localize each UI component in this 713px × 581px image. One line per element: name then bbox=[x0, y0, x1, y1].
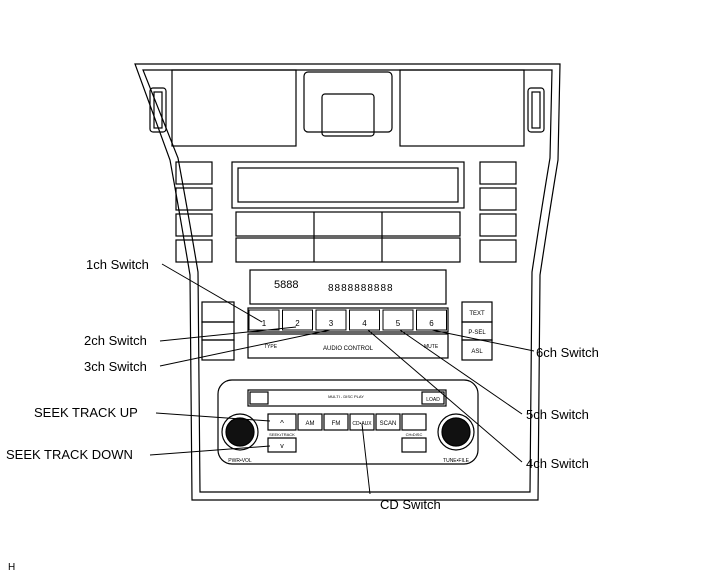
type-folder-up-button[interactable] bbox=[201, 301, 235, 323]
upper-button-row-2 bbox=[235, 237, 461, 263]
inner-bezel bbox=[142, 69, 553, 493]
preset-2-button[interactable] bbox=[282, 309, 313, 331]
scan-button[interactable] bbox=[375, 413, 401, 431]
type-folder-button[interactable] bbox=[201, 321, 235, 341]
tune-file-knob[interactable] bbox=[437, 413, 475, 451]
left-vent bbox=[171, 69, 297, 147]
ch-disc-up-button[interactable] bbox=[401, 413, 427, 431]
am-button[interactable] bbox=[297, 413, 323, 431]
asl-label: ASL bbox=[471, 349, 483, 355]
leader-5ch bbox=[399, 329, 523, 415]
callout-5ch: 5ch Switch bbox=[526, 407, 589, 422]
disc-slot bbox=[247, 389, 447, 407]
leader-cd bbox=[361, 423, 371, 495]
load-button[interactable] bbox=[421, 391, 445, 405]
ch-disc-label: CH•DISC bbox=[406, 432, 423, 437]
seek-track-up-button[interactable] bbox=[267, 413, 297, 431]
seek-track-label: SEEK•TRACK bbox=[269, 432, 295, 437]
tune-file-label: TUNE•FILE bbox=[443, 458, 470, 464]
cd-aux-button[interactable] bbox=[349, 413, 375, 431]
pwr-vol-knob[interactable] bbox=[221, 413, 259, 451]
mute-label: MUTE bbox=[424, 344, 439, 350]
leader-3ch bbox=[159, 329, 331, 367]
seek-up-glyph: ^ bbox=[280, 419, 284, 428]
scan-label: SCAN bbox=[380, 421, 397, 427]
upper-button-row-1 bbox=[235, 211, 461, 237]
leader-seek-down bbox=[149, 445, 271, 456]
audio-control-row bbox=[247, 333, 449, 359]
callout-cd: CD Switch bbox=[380, 497, 441, 512]
asl-button[interactable] bbox=[461, 339, 493, 361]
preset-6-button[interactable] bbox=[416, 309, 447, 331]
preset-4-label: 4 bbox=[362, 319, 367, 328]
callout-1ch: 1ch Switch bbox=[86, 257, 149, 272]
fm-label: FM bbox=[332, 421, 341, 427]
right-vent bbox=[399, 69, 525, 147]
seek-down-glyph: v bbox=[280, 443, 284, 450]
type-label: TYPE bbox=[264, 344, 278, 350]
leader-6ch bbox=[431, 329, 535, 352]
display-main-digits: 8888888888 bbox=[328, 283, 394, 294]
cd-aux-label: CD•AUX bbox=[352, 421, 372, 427]
am-label: AM bbox=[306, 421, 315, 427]
pwr-vol-label: PWR•VOL bbox=[228, 458, 252, 464]
display-left-digits: 5888 bbox=[274, 279, 298, 291]
callout-4ch: 4ch Switch bbox=[526, 456, 589, 471]
upper-display bbox=[231, 161, 465, 209]
multi-display-label: MULTI - DISC PLAY bbox=[328, 394, 364, 399]
callout-2ch: 2ch Switch bbox=[84, 333, 147, 348]
load-label: LOAD bbox=[426, 397, 440, 403]
outer-bezel bbox=[134, 63, 561, 501]
preset-4-button[interactable] bbox=[349, 309, 380, 331]
preset-3-label: 3 bbox=[329, 319, 334, 328]
preset-5-label: 5 bbox=[396, 319, 401, 328]
fm-button[interactable] bbox=[323, 413, 349, 431]
figure-code: H bbox=[8, 562, 16, 573]
callout-seek-up: SEEK TRACK UP bbox=[34, 405, 138, 420]
cd-module bbox=[217, 379, 479, 465]
leader-1ch bbox=[161, 263, 263, 323]
hazard-switch bbox=[321, 93, 375, 137]
callout-6ch: 6ch Switch bbox=[536, 345, 599, 360]
audio-control-label: AUDIO CONTROL bbox=[323, 346, 374, 352]
leader-seek-up bbox=[155, 412, 271, 422]
ch-disc-down-button[interactable] bbox=[401, 437, 427, 453]
text-label: TEXT bbox=[469, 311, 485, 317]
seek-track-down-button[interactable] bbox=[267, 437, 297, 453]
preset-2-label: 2 bbox=[295, 319, 300, 328]
audio-display bbox=[249, 269, 447, 305]
preset-3-button[interactable] bbox=[315, 309, 347, 331]
center-vent-housing bbox=[303, 71, 393, 133]
preset-1-label: 1 bbox=[262, 319, 267, 328]
eject-button[interactable] bbox=[249, 391, 269, 405]
leader-2ch bbox=[159, 326, 297, 342]
leader-4ch bbox=[367, 329, 523, 463]
psel-label: P-SEL bbox=[468, 330, 486, 336]
preset-6-label: 6 bbox=[429, 319, 434, 328]
preset-row bbox=[247, 307, 449, 333]
type-folder-down-button[interactable] bbox=[201, 339, 235, 361]
callout-3ch: 3ch Switch bbox=[84, 359, 147, 374]
preset-5-button[interactable] bbox=[382, 309, 414, 331]
callout-seek-down: SEEK TRACK DOWN bbox=[6, 447, 133, 462]
